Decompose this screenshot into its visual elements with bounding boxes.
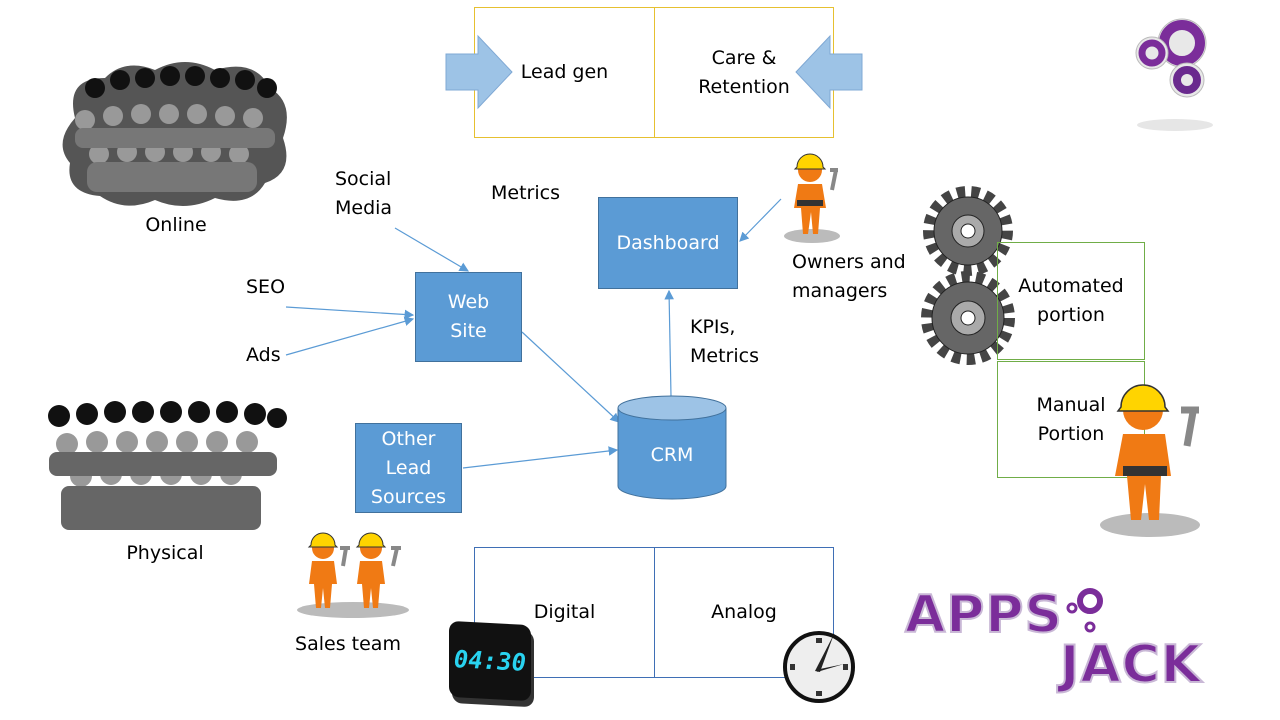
social-media-label: Social Media xyxy=(335,168,393,219)
analog-label: Analog xyxy=(711,601,777,623)
crm-cylinder-icon[interactable] xyxy=(617,395,727,501)
manual-worker-icon xyxy=(1100,384,1200,537)
top-funnel-divider xyxy=(654,8,655,137)
ads-to-website-arrow xyxy=(285,316,415,356)
logo-rings-icon xyxy=(1066,588,1103,633)
logo-jack: JACK xyxy=(1059,634,1203,696)
online-crowd-icon xyxy=(62,62,287,207)
web-site-node[interactable]: Web Site xyxy=(415,272,522,362)
ads-label: Ads xyxy=(246,344,281,366)
analog-clock-icon xyxy=(783,631,855,703)
online-label: Online xyxy=(145,214,207,236)
seo-label: SEO xyxy=(246,276,286,298)
digital-clock-icon: 04:30 xyxy=(449,620,531,702)
physical-crowd-icon xyxy=(48,401,287,530)
retention-arrow-icon xyxy=(795,34,863,110)
owners-managers-label: Owners and managers xyxy=(792,251,906,302)
kpis-metrics-label: KPIs, Metrics xyxy=(690,316,759,367)
automated-portion-box: Automated portion xyxy=(997,242,1145,360)
top-funnel-box: Lead gen Care & Retention xyxy=(474,7,834,138)
digital-clock-time: 04:30 xyxy=(453,645,527,677)
seo-to-website-arrow xyxy=(285,306,415,320)
lead-gen-label: Lead gen xyxy=(520,61,609,83)
gear-icon xyxy=(921,186,1015,365)
sales-team-icon xyxy=(297,532,409,618)
manual-portion-box: Manual Portion xyxy=(997,361,1145,478)
other-lead-sources-node[interactable]: Other Lead Sources xyxy=(355,423,462,513)
apps-jack-mark-icon xyxy=(1135,18,1213,131)
bottom-funnel-divider xyxy=(654,548,655,677)
lead-gen-arrow-icon xyxy=(445,34,513,110)
metrics-label: Metrics xyxy=(491,182,560,204)
physical-label: Physical xyxy=(126,542,204,564)
automated-portion-label: Automated portion xyxy=(1018,275,1124,326)
other-to-crm-arrow xyxy=(462,446,619,469)
bottom-funnel-box: Digital Analog xyxy=(474,547,834,678)
crm-label: CRM xyxy=(650,444,694,466)
manual-portion-label: Manual Portion xyxy=(1036,393,1106,445)
sales-team-label: Sales team xyxy=(295,633,401,655)
care-retention-label: Care & Retention xyxy=(698,46,790,98)
owners-to-dashboard-arrow xyxy=(739,198,782,242)
dashboard-node[interactable]: Dashboard xyxy=(598,197,738,289)
logo-apps: APPS xyxy=(904,584,1063,646)
apps-jack-logo: APPS JACK xyxy=(904,584,1225,696)
digital-label: Digital xyxy=(533,601,596,623)
owner-worker-icon xyxy=(784,153,840,243)
social-to-website-arrow xyxy=(394,227,470,272)
crm-to-dashboard-arrow xyxy=(664,289,674,397)
website-to-crm-arrow xyxy=(521,331,620,423)
